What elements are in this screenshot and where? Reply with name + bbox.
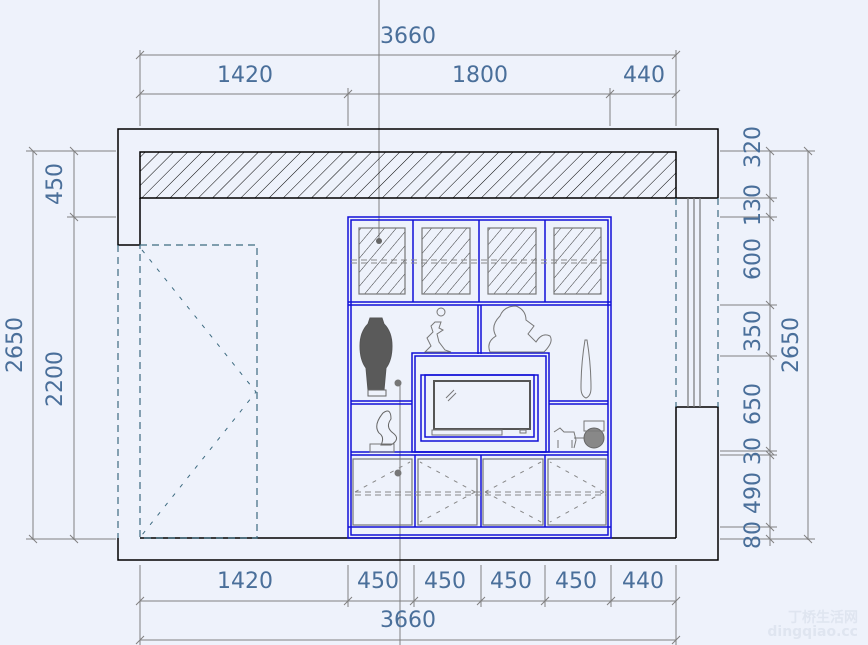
horse-carriage — [553, 420, 605, 449]
bottom-dim-4: 450 — [490, 569, 532, 594]
figurine — [423, 307, 452, 353]
top-overall-dim: 3660 — [380, 24, 436, 49]
right-overall-dim: 2650 — [779, 317, 804, 373]
vase — [359, 317, 393, 397]
right-dim-600: 600 — [741, 238, 766, 280]
reference-point-2 — [394, 379, 402, 387]
left-dimension-chain: 2650 450 2200 — [3, 146, 116, 544]
left-dim-2: 2200 — [43, 351, 68, 407]
bottom-dim-5: 450 — [555, 569, 597, 594]
watermark: 丁桥生活网 dingqiao.cc — [767, 611, 858, 639]
bottom-dim-3: 450 — [424, 569, 466, 594]
left-dim-1: 450 — [43, 163, 68, 205]
upper-cabinet-doors — [351, 227, 608, 295]
decor-objects — [359, 238, 605, 477]
right-dim-490: 490 — [741, 472, 766, 514]
bottom-dim-6: 440 — [622, 569, 664, 594]
right-dim-320: 320 — [741, 126, 766, 168]
top-dim-2: 1800 — [452, 63, 508, 88]
right-dimension-chain: 320 130 600 350 650 30 490 80 2650 — [720, 126, 815, 549]
watermark-line2: dingqiao.cc — [767, 624, 858, 640]
sculpture — [369, 410, 397, 453]
door — [117, 244, 258, 539]
ceiling-beam — [139, 151, 677, 199]
bottom-dim-1: 1420 — [217, 569, 273, 594]
glass-door-1[interactable] — [358, 227, 406, 295]
window — [675, 198, 719, 407]
right-dim-130: 130 — [741, 184, 766, 226]
watermark-line1: 丁桥生活网 — [788, 610, 858, 626]
bottom-dimension-chain: 1420 450 450 450 450 440 3660 — [135, 565, 681, 645]
lower-cabinet-doors — [352, 458, 607, 526]
left-overall-dim: 2650 — [3, 317, 28, 373]
tall-vase — [580, 339, 592, 399]
right-dim-650: 650 — [741, 383, 766, 425]
bottom-overall-dim: 3660 — [380, 608, 436, 633]
reference-point-3 — [394, 469, 402, 477]
reference-point-1 — [376, 238, 382, 244]
lion-statue — [488, 305, 552, 353]
tv-cabinet — [347, 216, 612, 539]
top-dim-3: 440 — [623, 63, 665, 88]
top-dim-1: 1420 — [217, 63, 273, 88]
glass-door-4[interactable] — [553, 227, 602, 295]
lower-door-1[interactable] — [352, 458, 413, 526]
lower-door-3[interactable] — [482, 458, 544, 526]
glass-door-2[interactable] — [421, 227, 471, 295]
glass-door-3[interactable] — [487, 227, 537, 295]
right-dim-350: 350 — [741, 310, 766, 352]
bottom-dim-2: 450 — [357, 569, 399, 594]
right-dim-30: 30 — [741, 437, 766, 465]
tv — [431, 380, 531, 436]
top-dimension-chain: 3660 1420 1800 440 — [135, 24, 681, 126]
right-dim-80: 80 — [741, 521, 766, 549]
